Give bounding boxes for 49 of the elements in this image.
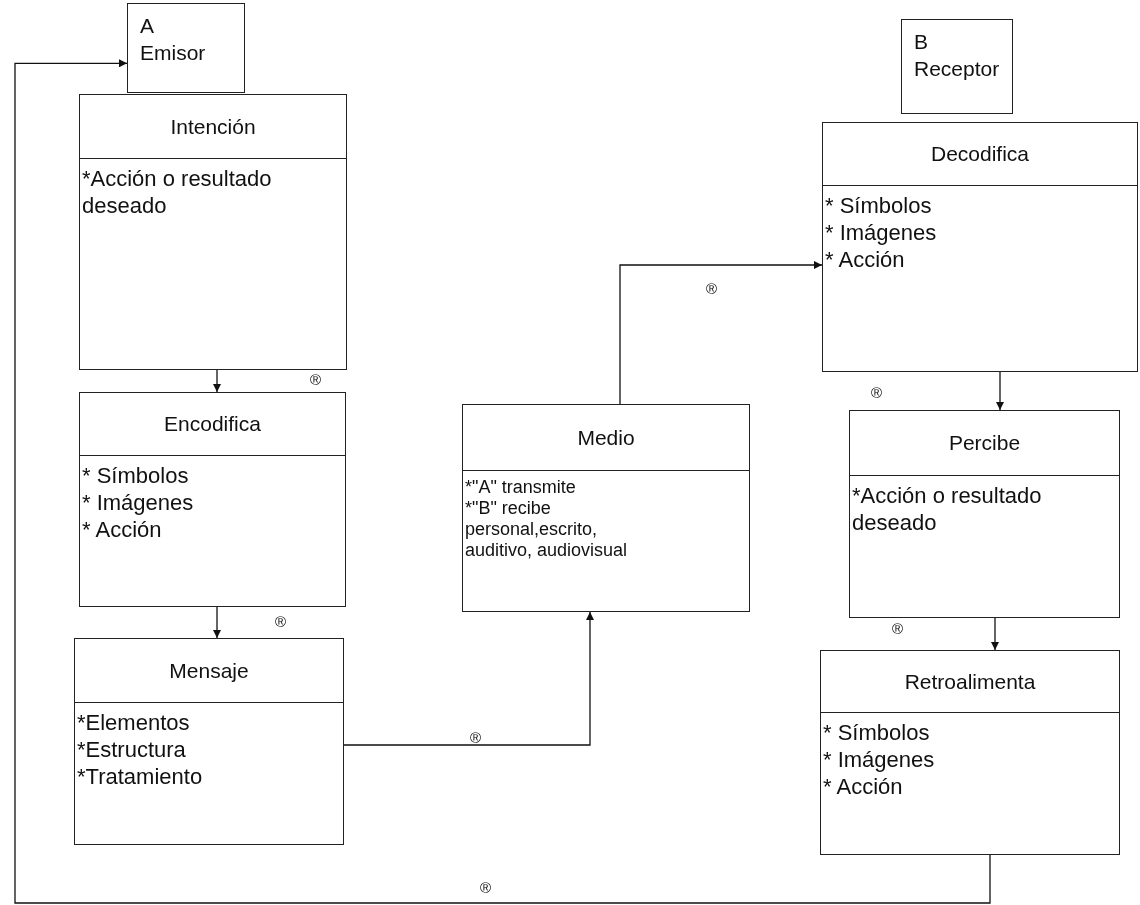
- box-text: * Imágenes: [825, 219, 938, 246]
- box-heading: Encodifica: [164, 412, 261, 436]
- box-heading: Medio: [577, 425, 635, 450]
- process-box: [820, 650, 1120, 855]
- box-label: A Emisor: [140, 13, 206, 66]
- arrow: [14, 59, 991, 904]
- process-box: [79, 94, 347, 370]
- box-text: * Acción: [82, 516, 163, 543]
- box-heading: Percibe: [948, 431, 1021, 455]
- box-text: * Imágenes: [823, 746, 936, 773]
- process-box: [462, 404, 750, 612]
- process-box: [74, 638, 344, 845]
- noise-symbol: ®: [892, 621, 904, 637]
- box-text: *Elementos: [77, 709, 191, 736]
- entity-box: [901, 19, 1013, 114]
- arrow: [343, 611, 594, 746]
- box-heading: Mensaje: [169, 658, 249, 683]
- box-text: *Acción o resultado deseado: [82, 165, 273, 219]
- box-text: * Acción: [825, 246, 906, 273]
- box-text: * Imágenes: [82, 489, 195, 516]
- arrow: [996, 371, 1004, 411]
- noise-symbol: ®: [706, 281, 718, 297]
- box-heading: Intención: [170, 114, 256, 139]
- arrow: [213, 369, 221, 393]
- process-box: [822, 122, 1138, 372]
- arrow: [991, 617, 999, 651]
- process-box: [79, 392, 346, 607]
- box-text: * Símbolos: [823, 719, 931, 746]
- arrow: [619, 261, 823, 405]
- box-text: *Estructura: [77, 736, 187, 763]
- box-text: * Símbolos: [825, 192, 933, 219]
- box-text: * Símbolos: [82, 462, 190, 489]
- box-heading: Retroalimenta: [904, 669, 1036, 694]
- box-label: B Receptor: [914, 29, 1000, 82]
- noise-symbol: ®: [470, 730, 482, 746]
- noise-symbol: ®: [480, 880, 492, 896]
- box-text: personal,escrito, auditivo, audiovisual: [465, 519, 629, 561]
- box-text: * Acción: [823, 773, 904, 800]
- arrow: [213, 606, 221, 639]
- box-text: *"B" recibe: [465, 498, 552, 519]
- box-text: *Acción o resultado deseado: [852, 482, 1043, 536]
- noise-symbol: ®: [871, 385, 883, 401]
- noise-symbol: ®: [310, 372, 322, 388]
- box-heading: Decodifica: [930, 142, 1030, 166]
- box-text: *Tratamiento: [77, 763, 204, 790]
- noise-symbol: ®: [275, 614, 287, 630]
- process-box: [849, 410, 1120, 618]
- box-text: *"A" transmite: [465, 477, 577, 498]
- entity-box: [127, 3, 245, 93]
